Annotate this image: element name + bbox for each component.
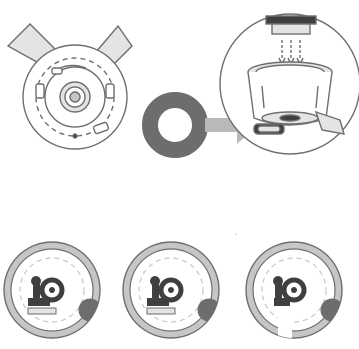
step-2-lever-knob — [150, 276, 160, 286]
seal-ring — [150, 100, 200, 150]
bowl-outlet-tip — [258, 126, 280, 132]
step-1-hub-center — [49, 287, 55, 293]
step-1-icon — [4, 242, 101, 338]
base-tab-left — [36, 84, 44, 98]
base-dot — [73, 134, 77, 138]
seal-install-magnified-view — [220, 14, 359, 154]
step-3-hub-center — [291, 287, 297, 293]
step-3-base-bar — [274, 298, 290, 306]
base-hub-center — [70, 92, 80, 102]
install-seal-bottom — [272, 24, 310, 34]
base-tab-top — [52, 68, 62, 74]
step-3-icon — [246, 242, 343, 349]
step-1-lever-knob — [31, 276, 41, 286]
seal-ring-icon — [150, 100, 200, 150]
step-1-seal-blob — [79, 299, 101, 321]
step-1-base-plate — [28, 308, 56, 314]
stray-dot — [235, 233, 237, 235]
step-2-base-plate — [147, 308, 175, 314]
juicer-base-icon — [8, 24, 132, 149]
step-2-seal-blob — [198, 299, 220, 321]
seal-position-steps — [4, 242, 343, 349]
bowl-center-seal — [280, 115, 300, 121]
step-1-base-bar — [28, 298, 50, 306]
step-2-icon — [123, 242, 220, 338]
step-2-base-bar — [147, 298, 169, 306]
step-2-hub-center — [168, 287, 174, 293]
install-seal-top — [266, 16, 316, 24]
step-3-seal-blob — [321, 299, 343, 321]
step-3-white-cut — [278, 312, 292, 349]
base-tab-right — [106, 84, 114, 98]
step-3-lever-knob — [273, 276, 283, 286]
